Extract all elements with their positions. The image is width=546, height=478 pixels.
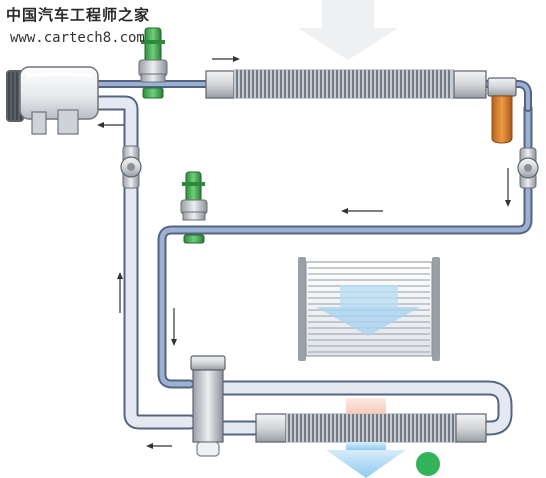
high-pressure-line bbox=[93, 80, 533, 389]
flow-arrow-left-compressor-icon bbox=[97, 122, 124, 128]
status-dot-icon bbox=[416, 452, 440, 476]
flow-arrow-up-left-icon bbox=[117, 272, 123, 313]
service-valve-right-icon bbox=[517, 147, 539, 189]
incoming-air-arrow-icon bbox=[298, 0, 398, 60]
compressor-icon bbox=[6, 66, 99, 135]
watermark-title: 中国汽车工程师之家 bbox=[6, 6, 151, 24]
cooled-air-arrow-icon bbox=[316, 285, 420, 336]
pressure-switch-icon bbox=[138, 27, 168, 99]
watermark-url: www.cartech8.com bbox=[10, 30, 145, 46]
flow-arrow-down-right-icon bbox=[505, 168, 511, 207]
expansion-valve-icon bbox=[190, 355, 226, 457]
flow-arrow-down-mid-icon bbox=[171, 308, 177, 346]
low-pressure-line bbox=[89, 95, 513, 436]
receiver-drier-icon bbox=[487, 77, 517, 144]
pressure-switch-mid-icon bbox=[180, 171, 208, 244]
service-valve-left-icon bbox=[120, 145, 142, 189]
flow-arrow-left-bottom-icon bbox=[146, 443, 172, 449]
flow-arrow-left-mid-icon bbox=[341, 208, 383, 214]
condenser-icon bbox=[205, 69, 487, 99]
outlet-air-arrow-icon bbox=[326, 398, 406, 478]
flow-direction-arrows bbox=[97, 56, 511, 449]
flow-arrow-right-top-icon bbox=[212, 56, 240, 62]
evaporator-coil-icon bbox=[255, 413, 487, 443]
